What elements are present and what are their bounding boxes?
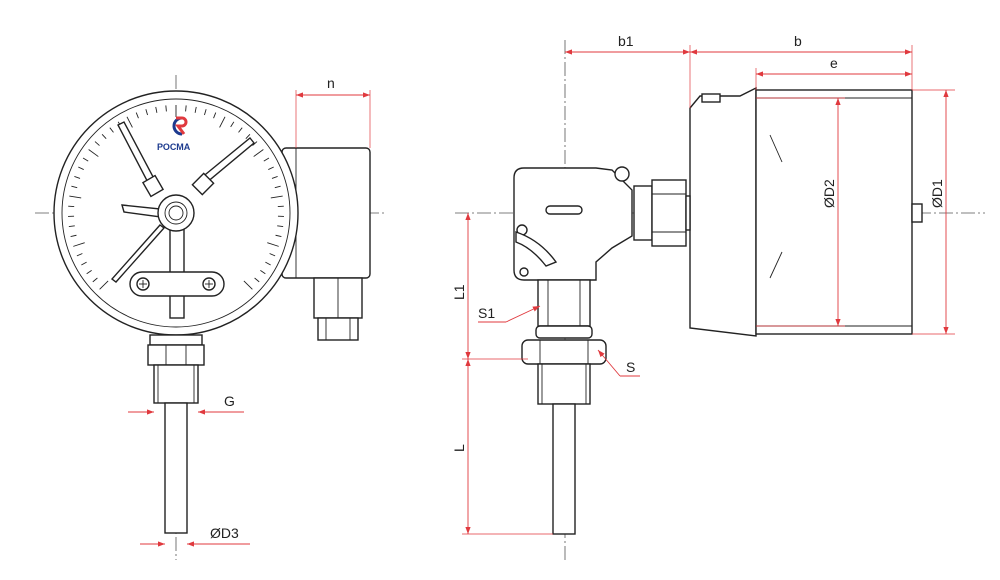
dial-tick [271,175,278,179]
dial-tick [213,112,217,119]
bridge-plate [129,194,225,319]
dim-S1: S1 [478,305,541,323]
logo-text: РОСМА [157,142,191,152]
dial-tick [86,269,92,275]
dial-tick [82,157,89,162]
gauge-case [689,86,923,337]
housing-head [513,166,633,281]
dial-tick [101,133,107,139]
dial-tick [230,121,235,128]
dial-tick [92,277,98,283]
dial-tick [145,109,148,116]
dial-tick [275,234,282,237]
dial-tick [194,106,197,113]
dial-tick [268,166,274,170]
dim-G: G [128,393,244,415]
dim-b: b [690,33,913,90]
dim-S: S [597,349,640,377]
dim-D2: ØD2 [756,97,845,327]
dial-tick [219,116,226,128]
terminal-box [281,147,371,341]
dial-tick [243,280,253,290]
dial-scale-ticks [68,105,284,290]
dial-tick [263,157,270,162]
dial-tick [88,149,99,157]
dial-tick [70,234,77,237]
dial-tick [135,112,139,119]
dial-tick [165,105,167,112]
dial-tick [277,225,284,227]
dial-tick [269,253,276,257]
rosma-logo: РОСМА [157,116,191,152]
dial-tick [267,242,279,247]
dim-label-b1: b1 [618,33,634,49]
front-view: РОСМА [35,75,385,560]
dim-label-L1: L1 [451,284,467,300]
dial-tick [253,149,264,157]
connector-nut [633,179,691,247]
dial-tick [81,261,87,266]
dial-tick [265,261,271,266]
dim-D1: ØD1 [912,89,955,335]
dim-L: L [451,359,553,535]
dim-label-S1: S1 [478,305,495,321]
dial-tick [74,175,81,179]
dial-tick [155,106,158,113]
dial-tick [254,277,260,283]
dial-tick [73,242,85,247]
dim-label-e: e [830,55,838,71]
dial-tick [238,127,243,133]
contact-pointers [110,121,255,283]
dim-label-D3: ØD3 [210,525,239,541]
dim-e: e [755,55,912,90]
dim-L1: L1 [451,213,528,360]
dial-tick [126,116,133,128]
front-fitting [147,334,205,534]
dial-tick [76,253,83,257]
dial-tick [71,185,78,189]
dim-label-n: n [327,75,335,91]
dim-label-b: b [794,33,802,49]
side-view: b1 b e ØD2 ØD1 [451,33,985,560]
dial-tick [109,127,114,133]
dial-tick [274,185,281,189]
dim-b1: b1 [565,33,691,108]
dim-n: n [295,75,371,148]
dial-tick [245,133,251,139]
dim-label-D2: ØD2 [821,179,837,208]
dim-label-S: S [626,359,635,375]
dial-tick [78,166,84,170]
dial-tick [185,105,187,112]
dim-label-D1: ØD1 [929,179,945,208]
dim-label-G: G [224,393,235,409]
dial-tick [99,280,109,290]
dial-tick [94,141,100,146]
dial-tick [69,195,82,199]
dial-tick [270,195,283,199]
dial-tick [260,269,266,275]
dial-tick [204,109,207,116]
dim-label-L: L [451,444,467,452]
side-fitting [521,279,607,535]
dial-tick [68,225,75,227]
dial-tick [252,141,258,146]
dim-D3: ØD3 [140,525,250,547]
